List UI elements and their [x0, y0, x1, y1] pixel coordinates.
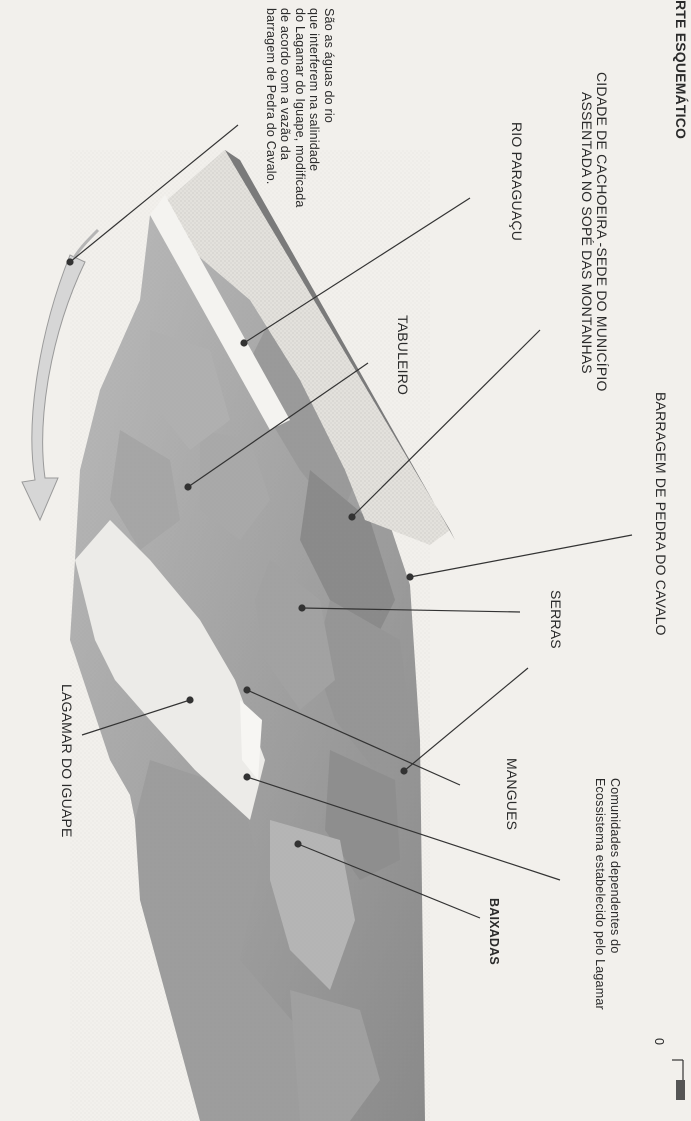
- comunidades-label: Comunidades dependentes do Ecossistema e…: [593, 778, 622, 1010]
- lagamar-label: LAGAMAR DO IGUAPE: [59, 684, 74, 838]
- serras-label: SERRAS: [548, 590, 563, 649]
- comunidades-line-2: Ecossistema estabelecido pelo Lagamar: [593, 778, 608, 1010]
- waters-note-line-4: de acordo com a vazão da: [278, 8, 293, 208]
- city-line-1: CIDADE DE CACHOEIRA -SEDE DO MUNICÍPIO: [594, 72, 609, 392]
- tabuleiro-label: TABULEIRO: [395, 315, 410, 395]
- baixadas-label: BAIXADAS: [486, 898, 501, 965]
- scale-bar: [672, 1060, 685, 1100]
- city-label: CIDADE DE CACHOEIRA -SEDE DO MUNICÍPIO A…: [579, 72, 609, 392]
- title-fragment: RTE ESQUEMÁTICO: [673, 0, 688, 139]
- city-line-2: ASSENTADA NO SOPÉ DAS MONTANHAS: [579, 72, 594, 392]
- leader-barragem: [410, 535, 632, 577]
- waters-note-line-3: do Lagamar do Iguape, modificada: [293, 8, 308, 208]
- waters-note-line-2: que interferem na salinidade: [307, 8, 322, 208]
- scale-zero-label: 0: [652, 1038, 667, 1045]
- comunidades-line-1: Comunidades dependentes do: [608, 778, 623, 1010]
- waters-note-label: São as águas do rio que interferem na sa…: [264, 8, 337, 208]
- mangues-label: MANGUES: [504, 758, 519, 830]
- waters-note-line-1: São as águas do rio: [322, 8, 337, 208]
- waters-note-line-5: barragem de Pedra do Cavalo.: [264, 8, 279, 208]
- rio-paraguacu-label: RIO PARAGUAÇU: [509, 122, 524, 241]
- barragem-label: BARRAGEM DE PEDRA DO CAVALO: [653, 392, 668, 636]
